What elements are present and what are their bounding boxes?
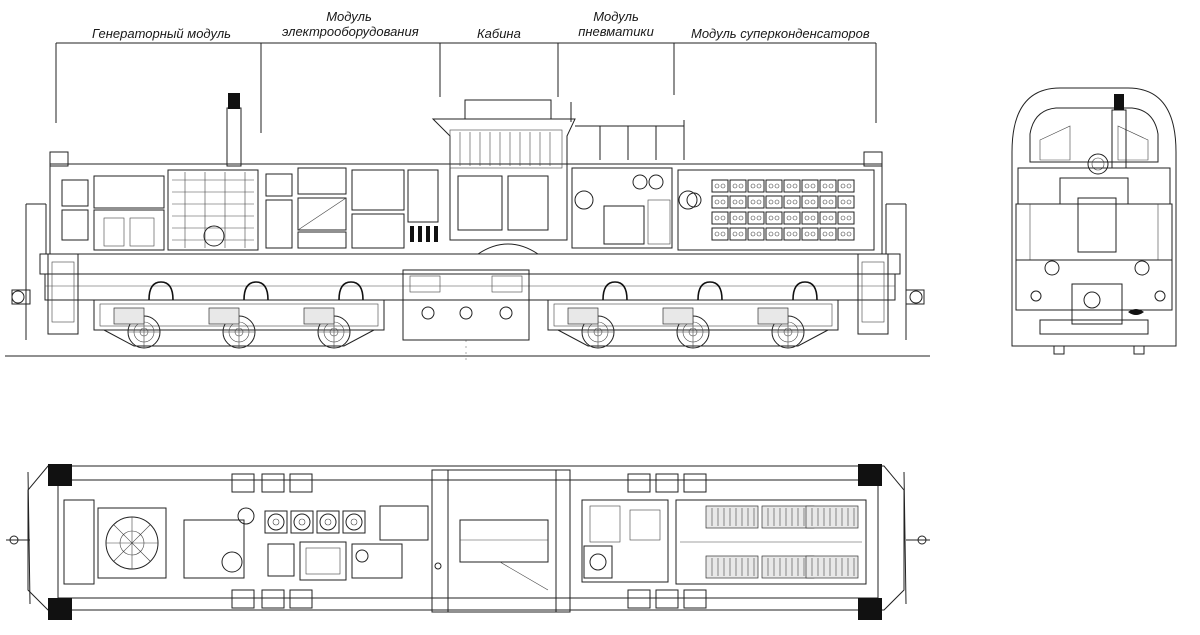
top-view	[6, 464, 930, 620]
label-pneumatics-module: Модуль пневматики	[566, 9, 666, 39]
label-electrical-line2: электрооборудования	[282, 24, 419, 39]
label-generator-module: Генераторный модуль	[92, 26, 231, 41]
label-supercapacitor-module: Модуль суперконденсаторов	[691, 26, 870, 41]
label-electrical-line1: Модуль	[326, 9, 372, 24]
side-view	[5, 93, 930, 360]
label-electrical-module: Модуль электрооборудования	[282, 9, 419, 39]
label-pneumatics-line1: Модуль	[593, 9, 639, 24]
label-cabin: Кабина	[477, 26, 521, 41]
supercapacitor-cells-side	[711, 179, 855, 241]
front-view	[1011, 87, 1177, 355]
label-pneumatics-line2: пневматики	[578, 24, 654, 39]
module-bracket-lines	[55, 42, 877, 133]
